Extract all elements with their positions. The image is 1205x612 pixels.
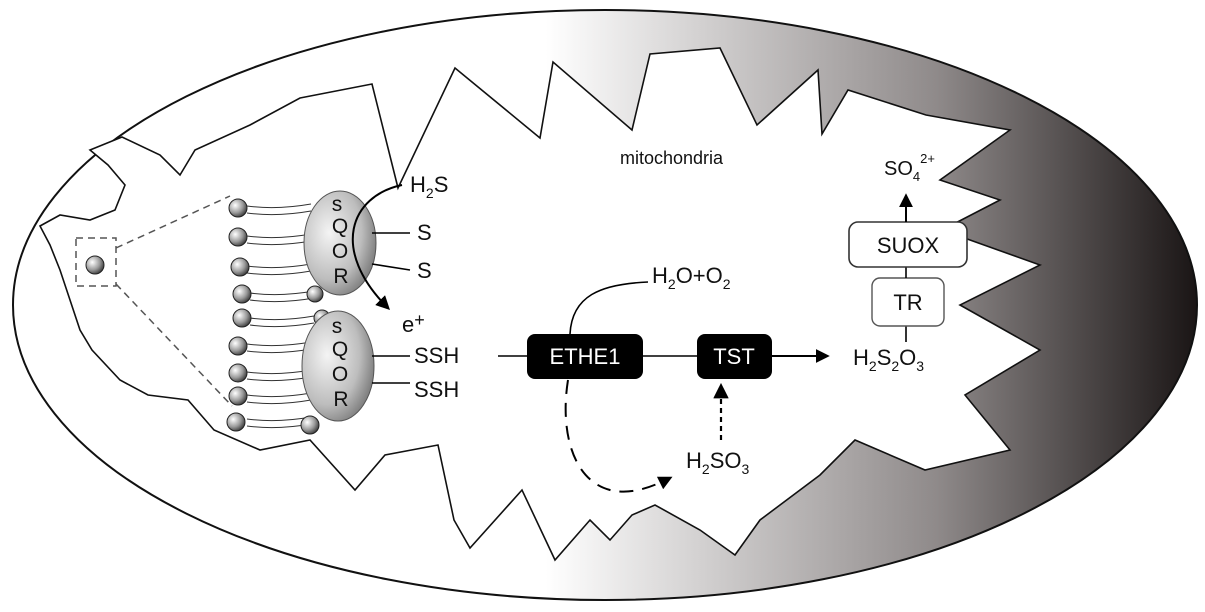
sqor-bottom-s: s: [332, 315, 343, 338]
sqor-bottom-o: O: [332, 363, 348, 386]
lipid-head: [226, 412, 246, 432]
h2s-label: H2S: [410, 172, 448, 201]
h2o-o2-label: H2O+O2: [652, 263, 731, 292]
so4-label: SO42+: [884, 151, 935, 184]
lipid-head: [228, 363, 248, 383]
zoom-particle: [85, 255, 105, 275]
lipid-head: [232, 284, 252, 304]
zoom-line-top: [115, 195, 231, 249]
tr-label: TR: [893, 290, 922, 315]
sqor-top-r: R: [333, 265, 348, 288]
ssh-label-2: SSH: [414, 377, 459, 402]
lipid-head: [306, 285, 324, 303]
s-label-2: S: [417, 258, 432, 283]
inner-membrane: [38, 47, 1043, 562]
lipid-head: [228, 386, 248, 406]
mitochondria-label: mitochondria: [620, 148, 724, 168]
ethe1-box: [527, 334, 643, 379]
s-label-1: S: [417, 220, 432, 245]
tst-box: [697, 334, 772, 379]
sqor-bottom: [301, 310, 375, 422]
s-line-2: [371, 263, 411, 271]
sqor-bottom-q: Q: [332, 338, 348, 361]
zoom-box: [75, 237, 117, 287]
sqor-top-s: s: [332, 193, 343, 216]
tr-box: [871, 277, 945, 327]
electron-label: e+: [402, 310, 425, 337]
tst-label: TST: [713, 344, 755, 369]
lipid-head: [228, 227, 248, 247]
lipid-heads-left: [226, 198, 252, 432]
lipid-head: [228, 336, 248, 356]
lipid-head: [228, 198, 248, 218]
h2s2o3-label: H2S2O3: [853, 345, 924, 374]
ssh-label-1: SSH: [414, 343, 459, 368]
ethe1-label: ETHE1: [550, 344, 621, 369]
suox-box: [848, 221, 968, 268]
sqor-bottom-r: R: [333, 388, 348, 411]
h2so3-label: H2SO3: [686, 448, 749, 477]
lipid-head: [300, 415, 320, 435]
h2s-to-electron-arrow: [351, 184, 403, 310]
sqor-top-q: Q: [332, 215, 348, 238]
lipid-head: [232, 308, 252, 328]
h2o-o2-curve: [569, 281, 649, 335]
suox-label: SUOX: [877, 233, 940, 258]
lipid-head: [230, 257, 250, 277]
zoom-line-bottom: [115, 283, 233, 407]
sqor-top-o: O: [332, 240, 348, 263]
ethe1-to-sulfite-dashed-arrow: [564, 379, 673, 493]
